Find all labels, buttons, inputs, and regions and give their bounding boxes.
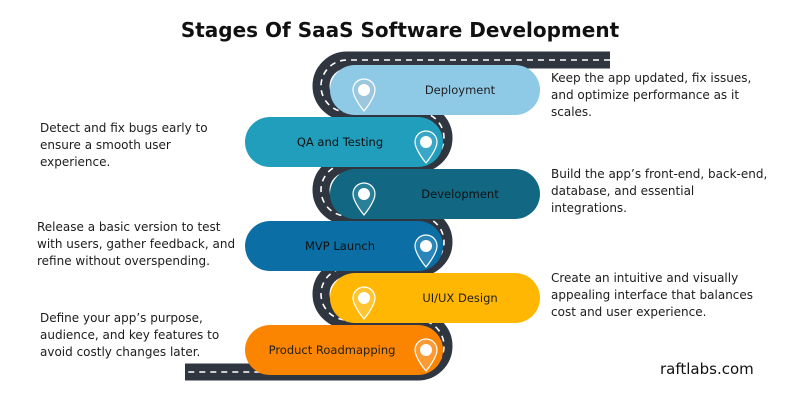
description-qa-testing: Detect and fix bugs early to ensure a sm…: [40, 121, 208, 169]
location-pin-icon: [352, 286, 376, 320]
stage-label-qa-testing: QA and Testing: [296, 135, 384, 149]
description-mvp-launch: Release a basic version to test with use…: [37, 220, 236, 268]
location-pin-icon: [414, 338, 438, 372]
stage-label-deployment: Deployment: [424, 83, 496, 97]
page-title: Stages Of SaaS Software Development: [180, 18, 620, 42]
stage-label-development: Development: [421, 187, 499, 201]
brand-logo-text: raftlabs.com: [660, 360, 754, 378]
description-development: Build the app’s front-end, back-end, dat…: [551, 167, 768, 215]
stage-pill-qa-testing: QA and Testing: [245, 117, 443, 167]
stage-pill-mvp-launch: MVP Launch: [245, 221, 443, 271]
stage-label-mvp-launch: MVP Launch: [304, 239, 376, 253]
location-pin-icon: [352, 78, 376, 112]
location-pin-icon: [414, 234, 438, 268]
description-deployment: Keep the app updated, fix issues, and op…: [551, 71, 752, 119]
location-pin-icon: [352, 182, 376, 216]
stage-pill-product-roadmapping: Product Roadmapping: [245, 325, 443, 375]
description-ui-ux-design: Create an intuitive and visually appeali…: [551, 271, 754, 319]
stage-label-ui-ux-design: UI/UX Design: [422, 291, 498, 305]
description-product-roadmapping: Define your app’s purpose, audience, and…: [40, 311, 220, 359]
stage-label-product-roadmapping: Product Roadmapping: [268, 343, 396, 357]
location-pin-icon: [414, 130, 438, 164]
